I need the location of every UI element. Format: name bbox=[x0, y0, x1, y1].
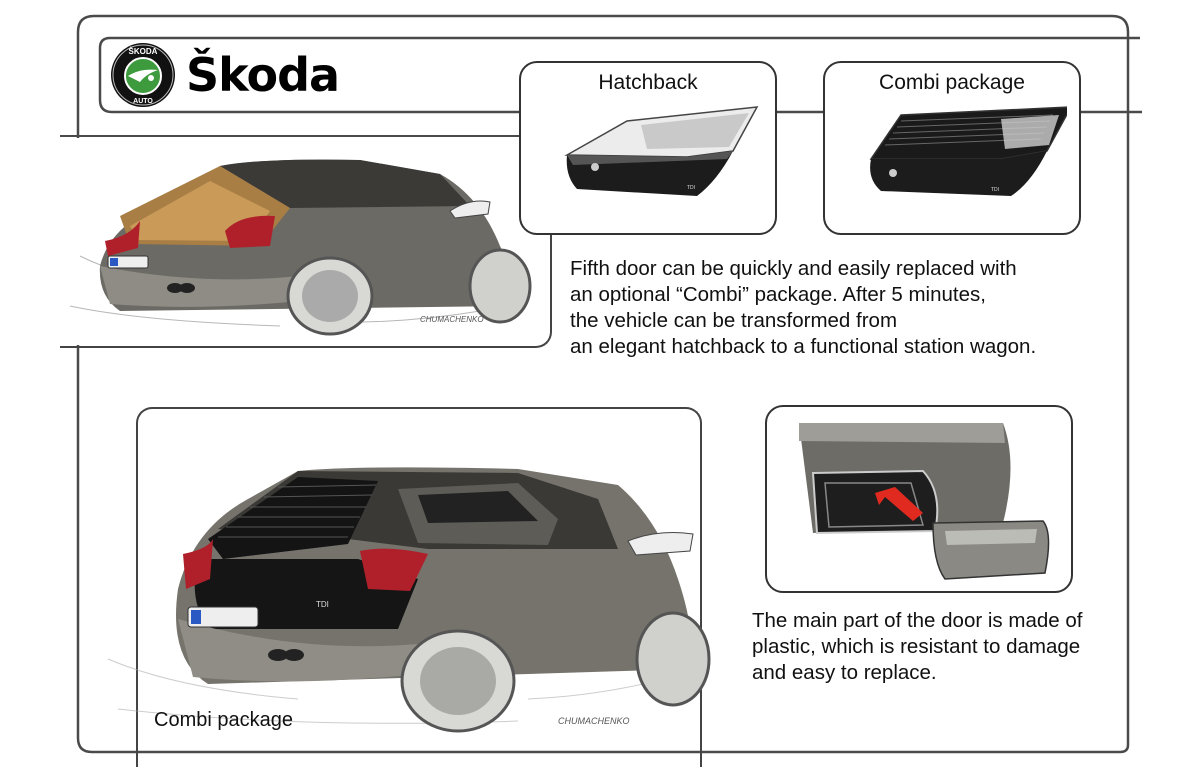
combi-sketch-panel: TDI CHUMACHENKO Combi package bbox=[107, 407, 711, 767]
description-1: Fifth door can be quickly and easily rep… bbox=[570, 256, 1036, 360]
combi-variant-title: Combi package bbox=[879, 71, 1025, 94]
brand-block: ŠKODA AUTO Škoda bbox=[110, 42, 360, 108]
combi-tdi-badge: TDI bbox=[991, 187, 999, 193]
combi-rear-sketch: TDI CHUMACHENKO bbox=[107, 467, 711, 733]
main-sketch-caption: Combi package bbox=[154, 709, 293, 731]
main-sketch-signature: CHUMACHENKO bbox=[558, 716, 630, 726]
logo-bottom-text: AUTO bbox=[133, 98, 153, 105]
description-1-line: Fifth door can be quickly and easily rep… bbox=[570, 257, 1017, 280]
top-sketch-signature: CHUMACHENKO bbox=[420, 315, 484, 324]
description-2-line: plastic, which is resistant to damage bbox=[752, 635, 1081, 658]
hatchback-rear-sketch: CHUMACHENKO bbox=[69, 159, 532, 336]
description-1-line: an optional “Combi” package. After 5 min… bbox=[570, 283, 986, 306]
door-detail-panel bbox=[765, 405, 1073, 593]
description-1-line: an elegant hatchback to a functional sta… bbox=[570, 335, 1037, 358]
description-1-line: the vehicle can be transformed from bbox=[570, 309, 898, 332]
description-2-line: The main part of the door is made of bbox=[752, 609, 1083, 632]
combi-door-sketch: TDI bbox=[869, 106, 1067, 196]
hatchback-variant-title: Hatchback bbox=[598, 71, 698, 94]
hatchback-variant-panel: Hatchback TDI bbox=[519, 61, 777, 235]
hatchback-door-sketch: TDI bbox=[564, 106, 759, 196]
hatchback-tdi-badge: TDI bbox=[687, 185, 695, 191]
hatchback-sketch-panel: CHUMACHENKO bbox=[60, 136, 552, 348]
skoda-logo-icon: ŠKODA AUTO bbox=[111, 43, 175, 107]
logo-ring-text: ŠKODA bbox=[129, 47, 158, 56]
description-2: The main part of the door is made of pla… bbox=[752, 608, 1082, 686]
door-detail-sketch bbox=[799, 423, 1050, 580]
description-2-line: and easy to replace. bbox=[752, 661, 937, 684]
combi-variant-panel: Combi package TDI bbox=[823, 61, 1081, 235]
brand-name: Škoda bbox=[186, 48, 340, 102]
main-sketch-tdi-badge: TDI bbox=[316, 600, 329, 609]
